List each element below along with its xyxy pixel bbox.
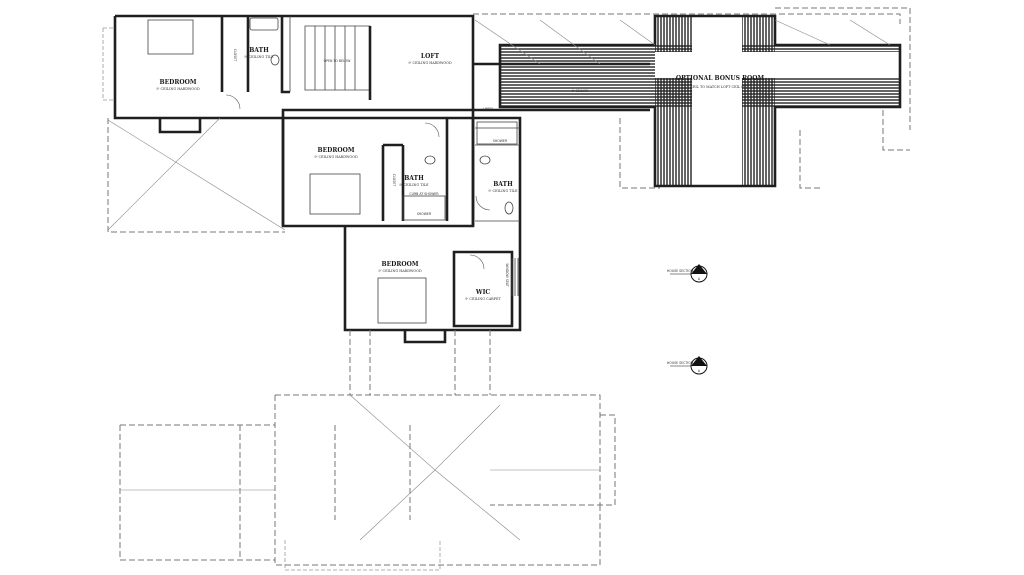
bonus-room [498, 14, 902, 188]
wic-sub: 9' CEILING CARPET [465, 297, 501, 301]
section-a-code: A [698, 277, 701, 281]
curb-note: CURB AT SHOWER [409, 192, 439, 196]
closet-1-label: CLOSET [233, 49, 237, 61]
section-marker-b: HOUSE SECTION A [667, 356, 708, 375]
linen-label: LINEN [483, 107, 493, 111]
bath-3-label: BATH [493, 181, 513, 188]
closet-2-label: CLOSET [392, 174, 396, 186]
bonus-room-label: OPTIONAL BONUS ROOM [676, 75, 765, 82]
shower-3-label: SHOWER [493, 139, 508, 143]
bath-3-sub: 9' CEILING TILE [488, 189, 518, 193]
section-a-label: HOUSE SECTION [667, 269, 694, 273]
bath-2-sub: 9' CEILING TILE [399, 183, 429, 187]
bedroom-3-label: BEDROOM [382, 261, 419, 268]
window-seat-label: WINDOW SEAT [505, 263, 509, 287]
bedroom-2-label: BEDROOM [318, 147, 355, 154]
bonus-room-sub: CEIL TO MATCH LOFT CEIL HGT. [690, 85, 750, 89]
bath-2-label: BATH [404, 175, 424, 182]
bath-1-sub: 9' CEILING TILE [244, 55, 274, 59]
open-to-below-label: OPEN TO BELOW [324, 59, 352, 63]
wic-label: WIC [475, 289, 491, 296]
loft-sub: 9' CEILING HARDWOOD [408, 61, 452, 65]
roof-outlines [107, 7, 911, 571]
bedroom-3-sub: 9' CEILING HARDWOOD [378, 269, 422, 273]
shower-2-label: SHOWER [417, 212, 432, 216]
section-b-code: A [698, 369, 701, 373]
bedroom-1-sub: 9' CEILING HARDWOOD [156, 87, 200, 91]
bedroom-2-sub: 9' CEILING HARDWOOD [314, 155, 358, 159]
ceiling-note: 9' CEILING [572, 89, 589, 93]
bath-1-label: BATH [249, 47, 269, 54]
bedroom-1-label: BEDROOM [160, 79, 197, 86]
loft-label: LOFT [421, 53, 440, 60]
section-b-label: HOUSE SECTION [667, 361, 694, 365]
section-marker-a: HOUSE SECTION A [667, 264, 708, 283]
